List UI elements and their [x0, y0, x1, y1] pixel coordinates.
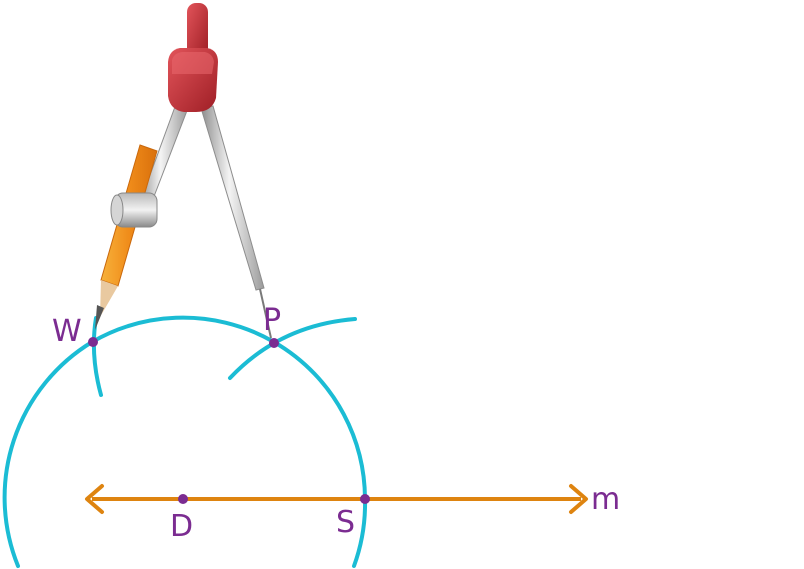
- point-s-label: S: [336, 505, 355, 540]
- compass-head: [168, 3, 218, 112]
- point-p-label: P: [263, 303, 281, 338]
- point-d-label: D: [170, 509, 193, 544]
- pencil-icon: [95, 144, 158, 330]
- compass-clamp: [110, 192, 158, 228]
- point-w-label: W: [52, 314, 82, 349]
- point-w-dot: [88, 337, 98, 347]
- compass-needle-leg: [200, 105, 265, 291]
- point-p-dot: [269, 338, 279, 348]
- point-s-dot: [360, 494, 370, 504]
- point-d-dot: [178, 494, 188, 504]
- construction-arcs: [2, 315, 368, 568]
- clamp-screw: [110, 194, 124, 226]
- arc-through-w: [91, 316, 103, 397]
- arc-through-p: [228, 317, 357, 380]
- compass-icon: [95, 3, 272, 339]
- line-m-label: m: [591, 482, 620, 517]
- compass-handle: [187, 3, 208, 57]
- line-m: [85, 484, 588, 514]
- compass-needle-tip: [259, 288, 272, 339]
- compass-hinge-highlight: [172, 52, 214, 74]
- pencil-wood-tip: [100, 280, 118, 317]
- pencil-lead: [95, 305, 104, 330]
- line-m-right-arrowhead: [569, 484, 588, 514]
- points: [88, 337, 370, 504]
- large-arc-centered-d: [2, 315, 368, 568]
- labels: W P D S m: [52, 303, 620, 544]
- line-m-left-arrowhead: [85, 484, 104, 514]
